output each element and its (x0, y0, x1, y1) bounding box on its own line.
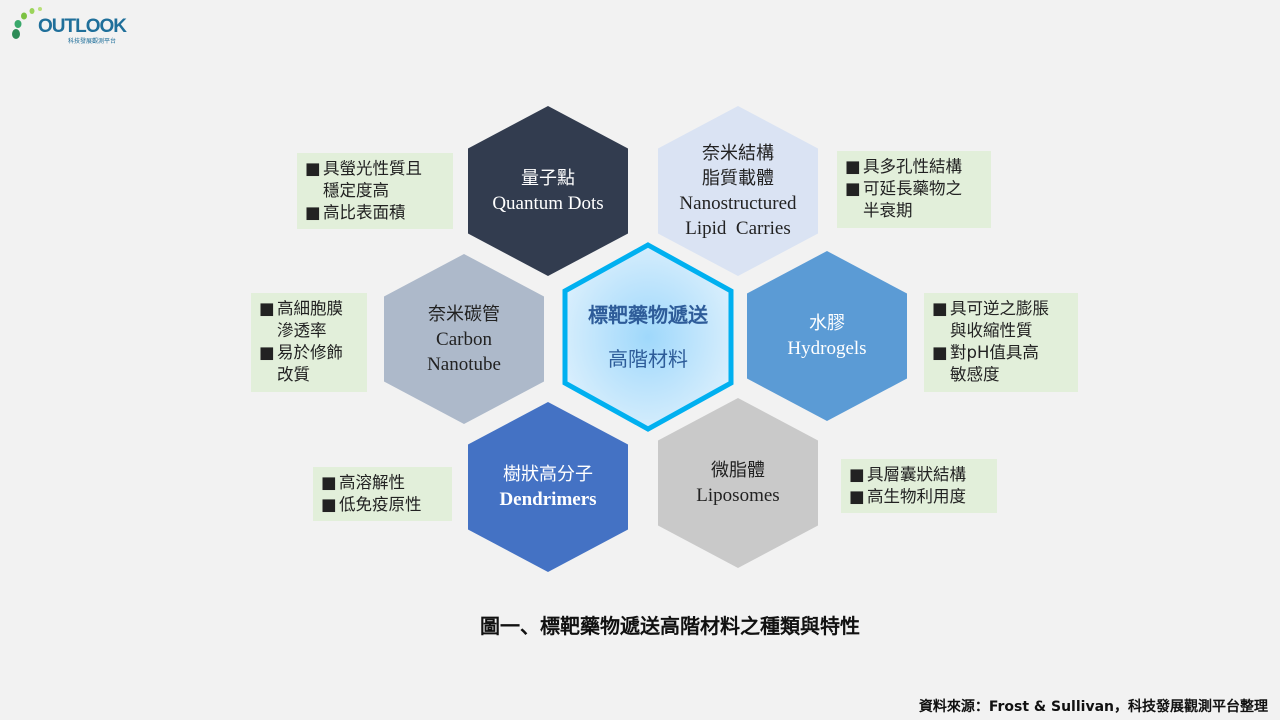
feature-bullet: ■高溶解性 (321, 472, 444, 494)
feature-text: 高比表面積 (323, 203, 406, 222)
bullet-square-icon (305, 180, 323, 202)
feature-text: 滲透率 (277, 321, 327, 340)
feature-text: 高溶解性 (339, 473, 405, 492)
feature-text: 易於修飾 (277, 343, 343, 362)
figure-caption: 圖一、標靶藥物遞送高階材料之種類與特性 (480, 614, 860, 638)
label-dendrimers: 樹狀高分子 Dendrimers (468, 402, 628, 572)
zh-label: 脂質載體 (702, 168, 774, 189)
feature-text: 具多孔性結構 (863, 157, 962, 176)
hex-dendrimers (468, 402, 628, 572)
feature-text: 高生物利用度 (867, 487, 966, 506)
logo-word: OUTLOOK (38, 16, 127, 37)
feature-text: 具可逆之膨脹 (950, 299, 1049, 318)
feature-bullet: ■高生物利用度 (849, 486, 989, 508)
bullet-square-icon: ■ (321, 495, 337, 514)
feature-bullet: ■具多孔性結構 (845, 156, 983, 178)
bullet-square-icon (259, 320, 277, 342)
feature-bullet: ■可延長藥物之 (845, 178, 983, 200)
feature-text: 與收縮性質 (950, 321, 1033, 340)
hex-nanostructured-lipid (658, 106, 818, 276)
zh-label: 微脂體 (711, 460, 765, 481)
center-label: 標靶藥物遞送 高階材料 (563, 243, 733, 431)
hex-carbon-nanotube (384, 254, 544, 424)
features-liposomes: ■具層囊狀結構■高生物利用度 (841, 459, 997, 513)
label-nanostructured-lipid: 奈米結構 脂質載體 Nanostructured Lipid Carries (658, 106, 818, 276)
bullet-square-icon: ■ (845, 157, 861, 176)
en-label: Lipid Carries (685, 218, 791, 239)
feature-text: 高細胞膜 (277, 299, 343, 318)
feature-text: 可延長藥物之 (863, 179, 962, 198)
features-nanostructured-lipid: ■具多孔性結構■可延長藥物之半衰期 (837, 151, 991, 228)
zh-label: 奈米結構 (702, 143, 774, 164)
bullet-square-icon (845, 200, 863, 222)
en-label: Hydrogels (787, 338, 867, 359)
bullet-square-icon: ■ (849, 487, 865, 506)
feature-bullet: ■低免疫原性 (321, 494, 444, 516)
bullet-square-icon: ■ (845, 179, 861, 198)
bullet-square-icon: ■ (259, 299, 275, 318)
feature-bullet: 與收縮性質 (932, 320, 1070, 342)
zh-label: 奈米碳管 (428, 303, 500, 325)
hex-quantum-dots (468, 106, 628, 276)
bullet-square-icon: ■ (305, 203, 321, 222)
en-label: Quantum Dots (492, 193, 604, 214)
feature-bullet: 滲透率 (259, 320, 359, 342)
features-hydrogels: ■具可逆之膨脹與收縮性質■對pH值具高敏感度 (924, 293, 1078, 392)
feature-text: 敏感度 (950, 365, 1000, 384)
bullet-square-icon: ■ (932, 299, 948, 318)
bullet-square-icon (932, 320, 950, 342)
feature-text: 低免疫原性 (339, 495, 422, 514)
feature-bullet: ■高細胞膜 (259, 298, 359, 320)
en-label: Carbon (436, 328, 492, 350)
bullet-square-icon: ■ (305, 159, 321, 178)
features-quantum-dots: ■具螢光性質且穩定度高■高比表面積 (297, 153, 453, 229)
source-note: 資料來源：Frost & Sullivan，科技發展觀測平台整理 (918, 699, 1268, 715)
feature-text: 具螢光性質且 (323, 159, 422, 178)
en-label: Nanotube (427, 353, 501, 375)
hex-liposomes (658, 398, 818, 568)
label-quantum-dots: 量子點 Quantum Dots (468, 106, 628, 276)
feature-bullet: 改質 (259, 364, 359, 386)
bullet-square-icon: ■ (932, 343, 948, 362)
feature-bullet: ■對pH值具高 (932, 342, 1070, 364)
feature-text: 半衰期 (863, 201, 913, 220)
logo-subtitle: 科技發展觀測平台 (68, 38, 117, 45)
en-label: Nanostructured (679, 193, 797, 214)
features-carbon-nanotube: ■高細胞膜滲透率■易於修飾改質 (251, 293, 367, 392)
feature-text: 穩定度高 (323, 181, 389, 200)
bullet-square-icon (932, 364, 950, 386)
logo-dots-icon (12, 7, 42, 39)
feature-text: 對pH值具高 (950, 343, 1039, 362)
feature-bullet: 敏感度 (932, 364, 1070, 386)
feature-bullet: ■具螢光性質且 (305, 158, 445, 180)
bullet-square-icon: ■ (321, 473, 337, 492)
en-label: Dendrimers (499, 489, 597, 510)
zh-label: 量子點 (521, 168, 575, 189)
en-label: Liposomes (696, 485, 780, 506)
bullet-square-icon: ■ (849, 465, 865, 484)
hex-hydrogels (747, 251, 907, 421)
feature-bullet: ■高比表面積 (305, 202, 445, 224)
label-liposomes: 微脂體 Liposomes (658, 398, 818, 568)
zh-label: 水膠 (809, 313, 845, 334)
bullet-square-icon (259, 364, 277, 386)
feature-bullet: 穩定度高 (305, 180, 445, 202)
bullet-square-icon: ■ (259, 343, 275, 362)
center-line-1: 標靶藥物遞送 (588, 303, 708, 327)
hex-center (562, 242, 734, 432)
feature-bullet: ■易於修飾 (259, 342, 359, 364)
label-hydrogels: 水膠 Hydrogels (747, 251, 907, 421)
feature-bullet: ■具層囊狀結構 (849, 464, 989, 486)
features-dendrimers: ■高溶解性■低免疫原性 (313, 467, 452, 521)
zh-label: 樹狀高分子 (503, 464, 593, 485)
label-carbon-nanotube: 奈米碳管 Carbon Nanotube (384, 254, 544, 424)
feature-text: 改質 (277, 365, 310, 384)
outlook-logo: OUTLOOK 科技發展觀測平台 (8, 4, 128, 45)
center-line-2: 高階材料 (608, 347, 688, 371)
feature-text: 具層囊狀結構 (867, 465, 966, 484)
feature-bullet: 半衰期 (845, 200, 983, 222)
feature-bullet: ■具可逆之膨脹 (932, 298, 1070, 320)
